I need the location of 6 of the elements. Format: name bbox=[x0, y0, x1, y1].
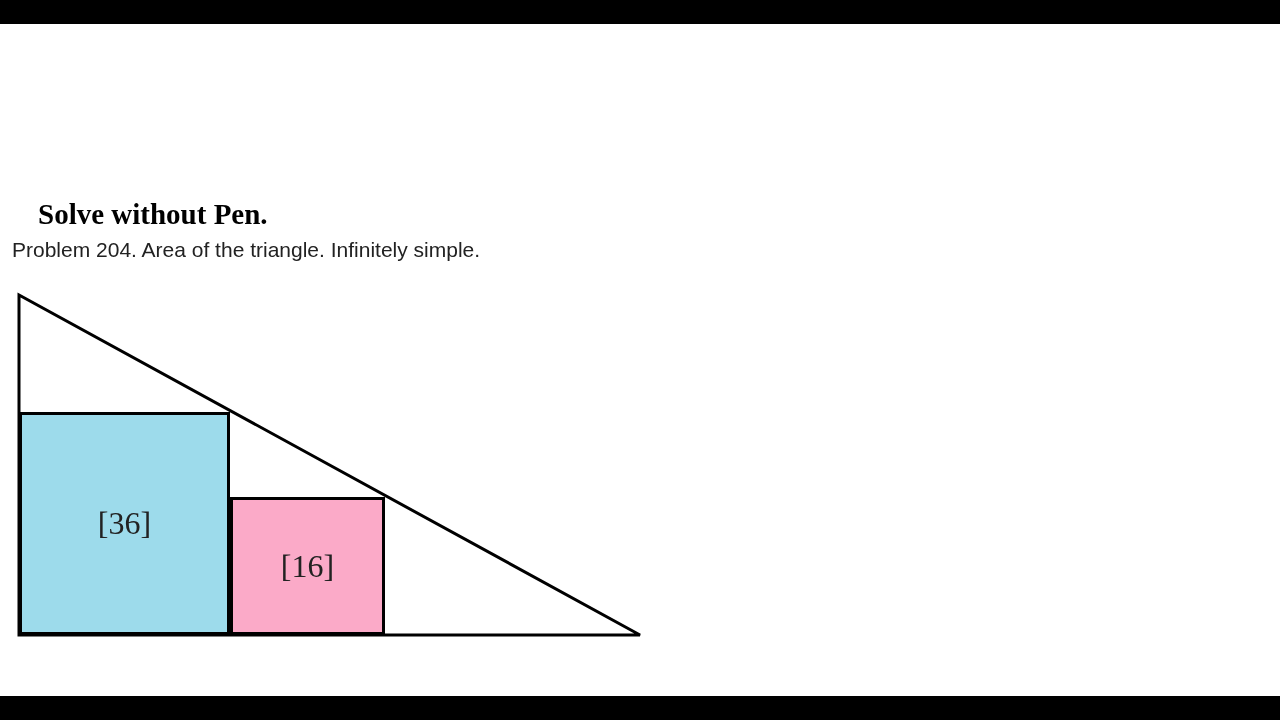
square bbox=[19, 412, 230, 635]
title: Solve without Pen. bbox=[38, 198, 268, 231]
subtitle: Problem 204. Area of the triangle. Infinitely simple. bbox=[12, 238, 481, 262]
area-label: [16] bbox=[280, 547, 335, 585]
area-label: [36] bbox=[97, 505, 152, 542]
square bbox=[230, 497, 385, 635]
